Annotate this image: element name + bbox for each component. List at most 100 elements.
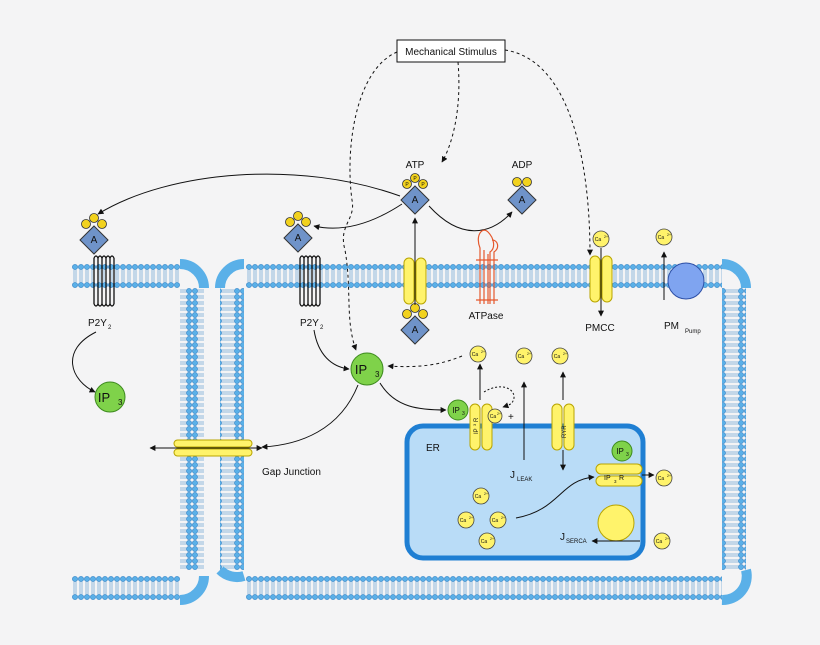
svg-text:2+: 2+ [604,235,608,239]
left-atp-adenosine: A [91,235,98,246]
right-receptor-atp-adenosine: A [295,233,302,244]
svg-text:2+: 2+ [481,350,485,354]
mechanical-stimulus-label: Mechanical Stimulus [405,47,497,58]
ip3r-top-sub: 3 [472,423,477,426]
pmcc-calcium: Ca 2+ [592,230,610,248]
left-p2y2-to-ip3-arrow [72,331,97,393]
svg-text:2+: 2+ [469,516,473,520]
serca-pump [597,504,635,542]
right-p2y2-label: P2Y [300,318,319,329]
atp-release-channel [403,257,427,305]
pm-pump-label: PM [664,321,679,332]
adp-adenosine: A [519,195,526,206]
left-ip3: IP 3 [94,381,126,413]
ip3-arrows [261,329,447,450]
er-label: ER [426,443,440,454]
svg-text:Ca: Ca [518,354,525,360]
er-calcium-ions: Ca 2+ Ca 2+ Ca 2+ Ca 2+ [457,487,507,550]
left-p2y2-sub: 2 [108,325,112,331]
j-leak-label: J [510,470,515,481]
er-calcium-ion-4: Ca 2+ [478,532,496,550]
svg-text:2+: 2+ [484,492,488,496]
j-serca-sub: SERCA [566,539,587,545]
calcium-to-ip3-dashed-arrow [387,355,463,370]
svg-text:Ca: Ca [472,352,479,358]
left-ip3-sub: 3 [118,398,123,407]
left-ip3-label: IP [98,390,110,405]
right-p2y2-receptor: P2Y 2 [299,255,324,331]
right-p2y2-sub: 2 [320,325,324,331]
svg-text:2+: 2+ [501,516,505,520]
svg-text:Ca: Ca [492,518,499,524]
intracellular-atp-adenosine: A [412,325,419,336]
ryr-label: RYR [562,425,568,438]
bound-ip3-right-label: IP [616,447,624,456]
svg-text:Ca: Ca [475,494,482,500]
bound-calcium-top: Ca 2+ [487,408,503,424]
er-calcium-ion-1: Ca 2+ [472,487,490,505]
j-leak-sub: LEAK [517,477,532,483]
adp-label: ADP [512,160,533,171]
er-calcium-to-ip3r-arrow [515,474,595,519]
ip3r-right-r: R [619,475,624,482]
bound-ip3-right: IP 3 [611,440,633,462]
left-p2y2-label: P2Y [88,318,107,329]
ip3r-top-label: IP [474,428,480,434]
svg-text:2+: 2+ [497,412,501,416]
pmcc-label: PMCC [585,323,614,334]
mechanical-stimulus-box: Mechanical Stimulus [396,39,506,63]
pmcc-channel [589,255,613,303]
calcium-ion-3: Ca 2+ [551,347,569,365]
svg-text:Ca: Ca [656,539,663,545]
right-receptor-atp: A [283,211,313,253]
calcium-ion-4: Ca 2+ [655,469,673,487]
svg-text:2+: 2+ [667,474,671,478]
adp-molecule: ADP A [507,160,537,215]
svg-text:2+: 2+ [527,352,531,356]
er-calcium-ion-2: Ca 2+ [457,511,475,529]
bound-ip3-top-sub: 3 [462,411,465,417]
atp-phosphate-3: P [421,182,425,188]
svg-text:Ca: Ca [460,518,467,524]
main-ip3-label: IP [355,362,367,377]
calcium-ion-2: Ca 2+ [515,347,533,365]
atpase-pump [476,229,499,304]
cytosolic-calcium-ions: Ca 2+ Ca 2+ Ca 2+ Ca 2+ Ca 2+ [469,345,673,550]
gap-junction-label: Gap Junction [262,467,321,478]
atp-phosphate-2: P [413,176,417,182]
right-cell-membrane [215,259,752,605]
svg-text:Ca: Ca [554,354,561,360]
atp-label: ATP [406,160,425,171]
svg-text:Ca: Ca [490,414,497,420]
atpase-label: ATPase [469,311,504,322]
ryr-channel: RYR [551,403,575,451]
plus-sign: + [508,412,514,423]
calcium-ion-5: Ca 2+ [653,532,671,550]
ip3r-right-label: IP [604,475,611,482]
atp-phosphate-1: P [405,182,409,188]
bound-ip3-right-sub: 3 [626,452,629,458]
stimulus-arrows [343,49,593,351]
svg-text:Ca: Ca [658,235,665,241]
bound-ip3-top-label: IP [452,406,460,415]
ip3r-right-sub: 3 [614,479,617,484]
pm-pump-sub: Pump [685,329,701,335]
svg-text:Ca: Ca [595,237,602,243]
intracellular-atp: A [400,303,430,345]
ip3r-top-r: R [474,417,480,422]
extracellular-atp: ATP A P P P [400,160,430,215]
bound-ip3-top: IP 3 [447,399,469,421]
atp-adenosine: A [412,195,419,206]
calcium-ion-1: Ca 2+ [469,345,487,363]
main-ip3: IP 3 [350,352,384,386]
left-p2y2-receptor: P2Y 2 [88,255,115,331]
pm-pump [667,262,705,300]
svg-text:2+: 2+ [490,537,494,541]
er-calcium-ion-3: Ca 2+ [489,511,507,529]
main-ip3-sub: 3 [375,370,380,379]
left-cell-membrane [72,259,209,605]
svg-text:Ca: Ca [658,476,665,482]
calcium-feedback-dashed-arrow [483,386,515,409]
svg-text:2+: 2+ [563,352,567,356]
